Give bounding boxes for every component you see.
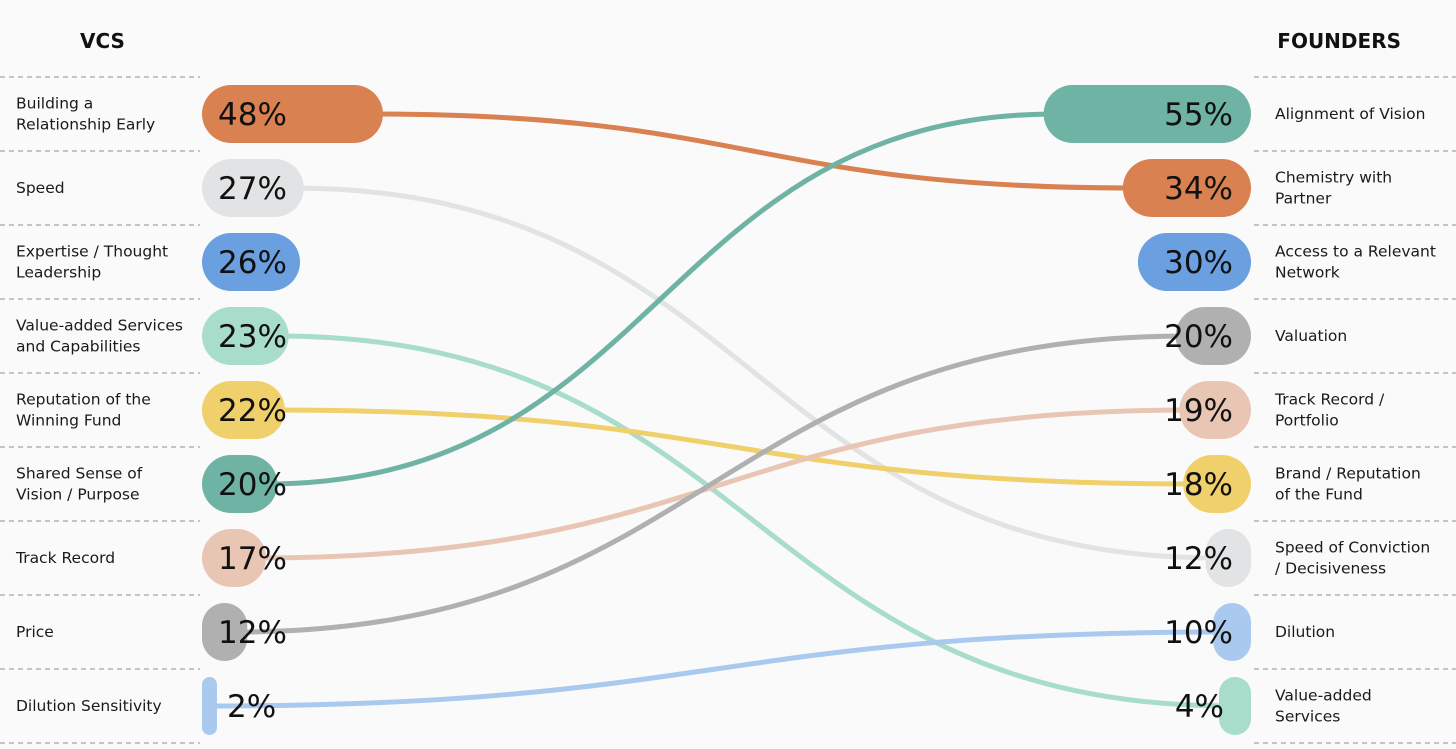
founder-factor-label: Alignment of Vision (1275, 105, 1425, 123)
connector-line (232, 333, 1191, 635)
separator-lines (0, 76, 1456, 744)
vc-bar (202, 85, 383, 143)
vc-bar (202, 381, 285, 439)
vc-value-label: 23% (218, 319, 287, 355)
vc-bar (202, 233, 301, 291)
vc-bar (202, 529, 267, 587)
founder-bar (1137, 233, 1251, 291)
founder-bar (1183, 455, 1251, 513)
vc-value-label: 12% (218, 615, 287, 651)
right-header: FOUNDERS (1277, 29, 1401, 53)
left-header: VCS (80, 29, 125, 53)
vc-factor-label: Dilution Sensitivity (16, 697, 162, 715)
connector-line (251, 407, 1194, 561)
connector-line (203, 629, 1228, 709)
founder-bar (1175, 307, 1251, 365)
vc-value-label: 20% (218, 467, 287, 503)
founder-value-label: 30% (1164, 245, 1233, 281)
vc-bar (202, 159, 304, 217)
vc-value-label: 27% (218, 171, 287, 207)
founder-factor-label: Speed of Conviction/ Decisiveness (1275, 539, 1430, 578)
founder-bar (1213, 603, 1251, 661)
founder-bar (1043, 85, 1251, 143)
founder-bar (1122, 159, 1251, 217)
founder-factor-label: Track Record /Portfolio (1274, 391, 1385, 430)
connector-line (262, 111, 1059, 487)
founder-value-label: 10% (1164, 615, 1233, 651)
vc-value-label: 48% (218, 97, 287, 133)
founder-value-label: 18% (1164, 467, 1233, 503)
vc-value-label: 2% (227, 689, 276, 725)
founder-bar (1219, 677, 1251, 735)
founder-bar (1179, 381, 1251, 439)
vc-value-label: 22% (218, 393, 287, 429)
founder-value-label: 34% (1164, 171, 1233, 207)
connector-line (368, 111, 1138, 191)
vc-value-label: 26% (218, 245, 287, 281)
founder-value-label: 20% (1164, 319, 1233, 355)
vc-bar (202, 603, 248, 661)
bars (202, 85, 1251, 735)
connector-line (289, 185, 1221, 561)
founder-value-label: 55% (1164, 97, 1233, 133)
connector-line (270, 407, 1198, 487)
vc-factor-label: Track Record (15, 549, 115, 567)
founder-bar (1205, 529, 1251, 587)
connector-line (274, 333, 1234, 709)
vc-factor-label: Price (16, 623, 54, 641)
founder-factor-label: Dilution (1275, 623, 1335, 641)
vc-bar (202, 455, 278, 513)
founder-value-label: 4% (1175, 689, 1224, 725)
vc-bar (202, 677, 217, 735)
vc-bar (202, 307, 289, 365)
founder-value-label: 19% (1164, 393, 1233, 429)
vc-factor-label: Speed (16, 179, 65, 197)
founder-value-label: 12% (1164, 541, 1233, 577)
vc-value-label: 17% (218, 541, 287, 577)
founder-factor-label: Valuation (1275, 327, 1347, 345)
connector-lines (203, 111, 1234, 709)
